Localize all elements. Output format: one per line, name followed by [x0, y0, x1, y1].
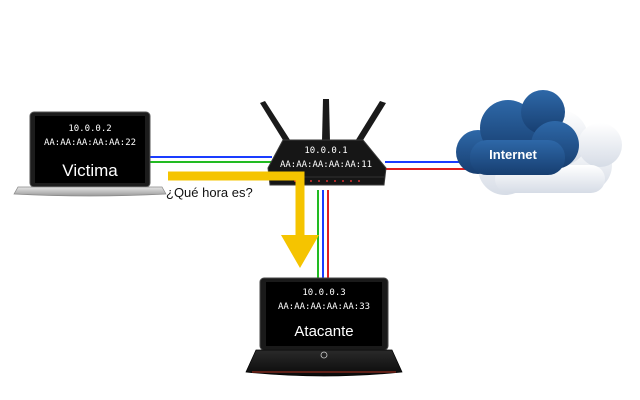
arrow-down-icon: [168, 171, 305, 238]
hp-logo-icon: [320, 351, 328, 359]
internet-label: Internet: [489, 147, 537, 162]
antenna-icon: [260, 99, 386, 145]
attacker-ip: 10.0.0.3: [302, 288, 345, 298]
laptop-screen: [35, 116, 145, 183]
router-mac: AA:AA:AA:AA:AA:11: [280, 160, 372, 170]
laptop-base: [13, 186, 167, 197]
attacker-laptop[interactable]: 10.0.0.3 AA:AA:AA:AA:AA:33 Atacante: [245, 277, 403, 377]
victim-laptop[interactable]: 10.0.0.2 AA:AA:AA:AA:AA:22 Victima: [13, 111, 167, 197]
victim-ip: 10.0.0.2: [68, 124, 111, 134]
victim-mac: AA:AA:AA:AA:AA:22: [44, 138, 136, 148]
laptop-screen: [266, 282, 382, 346]
wires-router-attacker: [317, 190, 329, 282]
arrowhead: [281, 235, 319, 268]
attacker-mac: AA:AA:AA:AA:AA:33: [278, 302, 370, 312]
message-flow-arrow: [168, 171, 319, 268]
wires-router-internet: [385, 161, 468, 170]
message-caption: ¿Qué hora es?: [166, 185, 253, 200]
attacker-label: Atacante: [294, 323, 353, 340]
victim-label: Victima: [62, 161, 118, 180]
router-ip: 10.0.0.1: [304, 146, 347, 156]
laptop-base: [245, 349, 403, 377]
cloud-icon: [456, 90, 579, 175]
internet-cloud[interactable]: Internet: [456, 90, 622, 195]
wires-victim-router: [150, 156, 272, 163]
